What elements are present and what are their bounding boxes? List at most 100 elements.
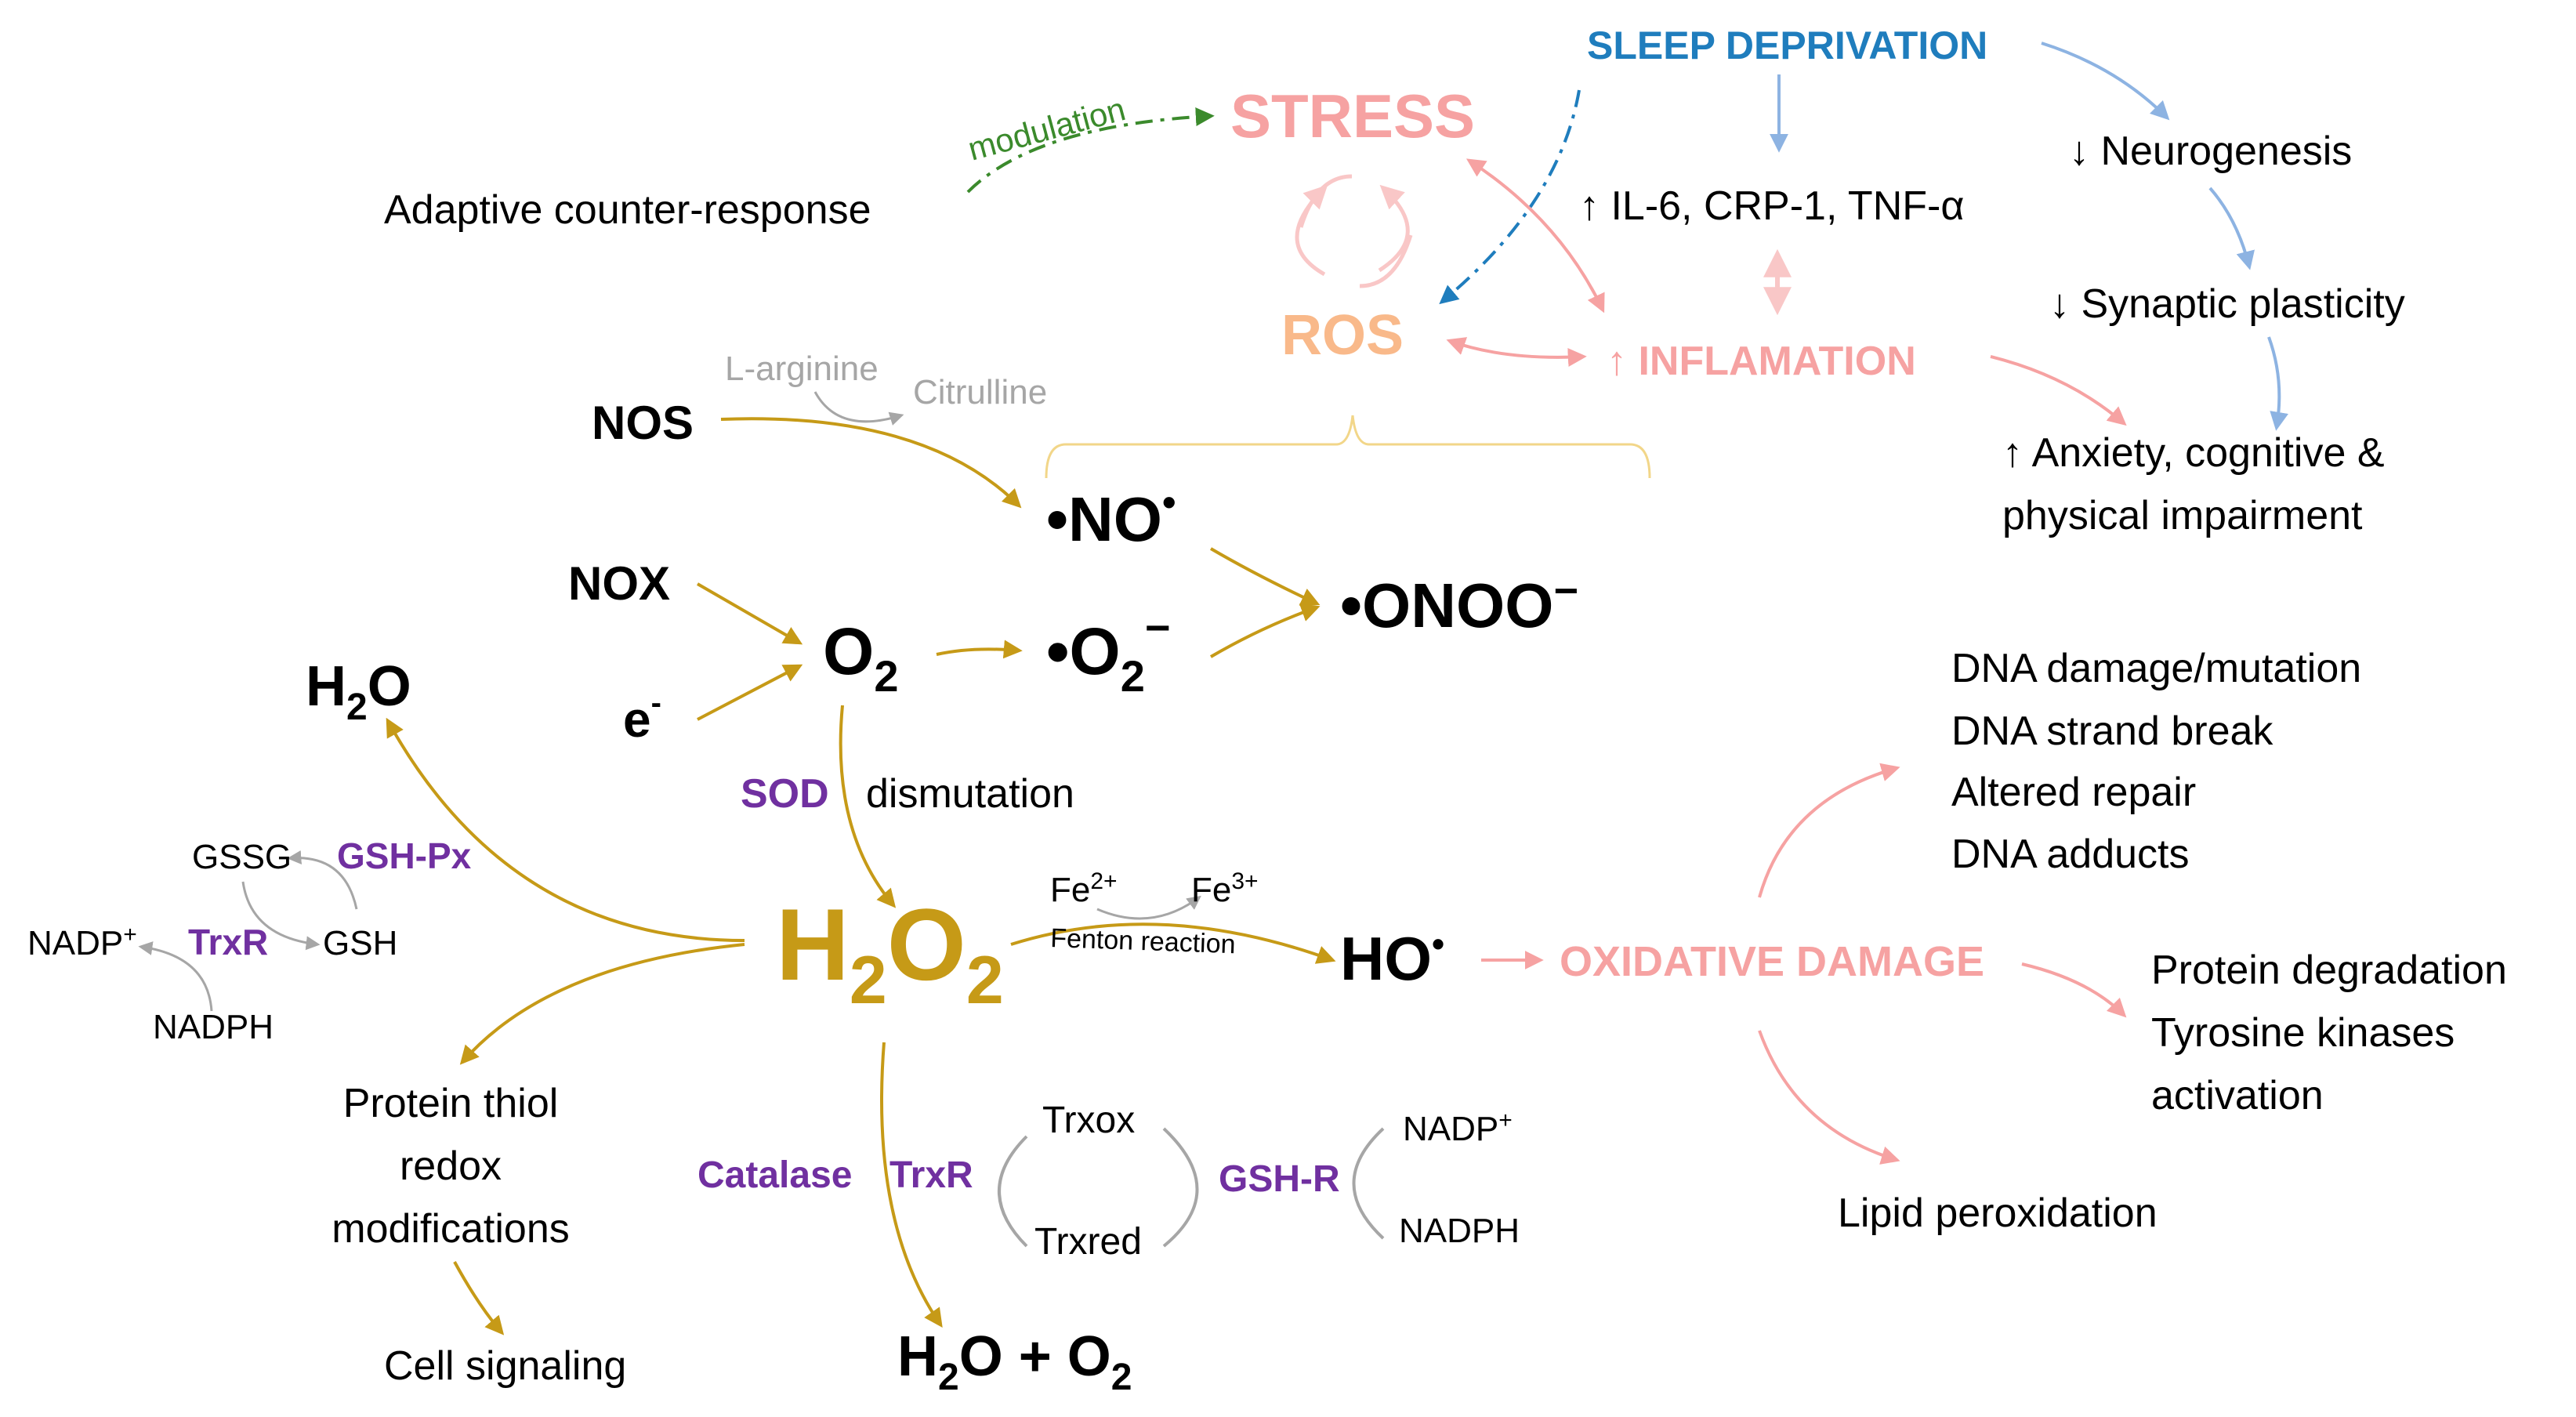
nadph-left-label: NADPH — [153, 1008, 274, 1046]
arrow-h2o2-to-ho — [1010, 922, 1336, 964]
trxr-left-label: TrxR — [188, 922, 268, 962]
nox-label: NOX — [568, 557, 670, 610]
radical-formation: NOS L-arginine Citrulline •NO• NOX e- O2… — [568, 350, 1578, 748]
trxr-center-label: TrxR — [889, 1154, 973, 1196]
arrow-electron-to-o2 — [697, 664, 803, 721]
hydroxyl-dot: • — [1432, 923, 1444, 964]
arrow-thiol-to-cell-signaling — [453, 1261, 505, 1335]
dna-outcome-2: DNA strand break — [1951, 708, 2273, 754]
damage-outcomes: DNA damage/mutation DNA strand break Alt… — [1838, 646, 2507, 1236]
arrow-larginine-to-citrulline — [813, 391, 904, 426]
lipid-peroxidation-label: Lipid peroxidation — [1838, 1190, 2158, 1236]
gsh-label: GSH — [323, 924, 397, 962]
arrow-gssg-to-gsh — [241, 881, 321, 951]
nadp-right-charge: + — [1498, 1107, 1513, 1133]
water-left-h: H — [306, 655, 346, 718]
hydroxyl-radical-label: HO• — [1340, 923, 1444, 993]
dna-outcome-4: DNA adducts — [1951, 832, 2190, 877]
protein-thiol-line3: modifications — [332, 1206, 569, 1252]
nadp-plus-left-label: NADP+ — [27, 922, 137, 962]
nitric-oxide-dot: • — [1162, 480, 1176, 524]
arrow-nos-to-no — [720, 417, 1022, 509]
arrow-no-to-onoo — [1209, 547, 1321, 606]
fe2-text: Fe — [1050, 871, 1090, 909]
arrow-inflammation-to-anxiety — [1990, 355, 2127, 426]
fenton-reaction-label: Fenton reaction — [1050, 923, 1236, 959]
cycle-arrow-top — [1299, 174, 1353, 228]
fe3-text: Fe — [1191, 871, 1231, 909]
product-h: H — [897, 1325, 938, 1388]
fe3-label: Fe3+ — [1191, 868, 1259, 909]
peroxide-section: SOD dismutation H2O2 H2O Fe2+ Fe3+ Fento… — [306, 655, 1984, 1018]
nadp-right-text: NADP — [1403, 1110, 1498, 1148]
sleep-deprivation-label: SLEEP DEPRIVATION — [1587, 24, 1987, 67]
inflammation-label: ↑ INFLAMATION — [1607, 339, 1916, 384]
synaptic-plasticity-label: ↓ Synaptic plasticity — [2049, 281, 2405, 327]
oxygen-label: O2 — [823, 614, 899, 701]
catalase-label: Catalase — [697, 1154, 852, 1196]
thioredoxin-system: Catalase TrxR Trxox Trxred GSH-R NADP+ N… — [697, 1100, 1520, 1398]
fe3-charge: 3+ — [1231, 868, 1258, 894]
arrow-o2-to-h2o2 — [839, 705, 897, 908]
anxiety-label-line1: ↑ Anxiety, cognitive & — [2002, 430, 2385, 476]
nadp-plus-right-label: NADP+ — [1403, 1107, 1513, 1148]
glutathione-cycle: GSSG GSH-Px NADP+ TrxR GSH NADPH — [27, 835, 472, 1046]
arrow-modulation — [966, 107, 1215, 194]
nadph-right-label: NADPH — [1399, 1212, 1520, 1250]
water-left-label: H2O — [306, 655, 411, 728]
product-sub1: 2 — [938, 1357, 959, 1398]
electron-label: e- — [623, 686, 661, 748]
water-left-sub: 2 — [346, 687, 368, 728]
oxygen-text: O — [823, 614, 874, 688]
arrow-stress-inflammation — [1466, 158, 1605, 313]
water-oxygen-product: H2O + O2 — [897, 1325, 1132, 1398]
protein-outcome-1: Protein degradation — [2151, 948, 2507, 993]
gssg-label: GSSG — [192, 838, 292, 876]
adaptive-counter-response-label: Adaptive counter-response — [384, 187, 871, 233]
arrow-gsh-px-to-gssg — [287, 850, 358, 910]
fe2-label: Fe2+ — [1050, 868, 1118, 909]
protein-thiol: Protein thiol redox modifications Cell s… — [332, 1081, 626, 1389]
nos-label: NOS — [592, 397, 694, 449]
protein-thiol-line2: redox — [400, 1143, 502, 1189]
arrow-damage-to-protein — [2021, 962, 2127, 1018]
h2o2-o: O — [887, 887, 966, 1002]
nadp-left-text: NADP — [27, 924, 123, 962]
cycle-arrow-right — [1378, 184, 1410, 273]
stress-label: STRESS — [1230, 82, 1475, 150]
trxox-label: Trxox — [1042, 1100, 1135, 1141]
curve-trx-left — [998, 1135, 1028, 1248]
arrows — [138, 42, 2288, 1335]
arrow-superoxide-to-onoo — [1209, 603, 1321, 658]
curve-trx-right — [1162, 1127, 1199, 1248]
neurogenesis-label: ↓ Neurogenesis — [2069, 129, 2352, 174]
trxred-label: Trxred — [1034, 1221, 1142, 1263]
curve-gsh-r — [1352, 1127, 1385, 1240]
arrow-synaptic-to-anxiety — [2267, 336, 2288, 431]
dismutation-label: dismutation — [866, 771, 1074, 817]
arrow-h2o2-to-h2o — [386, 717, 745, 942]
electron-text: e — [623, 691, 651, 748]
arrow-nadph-to-nadp — [138, 941, 213, 1012]
product-sub2: 2 — [1111, 1357, 1132, 1398]
electron-charge: - — [651, 686, 661, 720]
arrow-ros-inflammation — [1446, 337, 1587, 367]
protein-thiol-line1: Protein thiol — [343, 1081, 559, 1126]
protein-outcome-2: Tyrosine kinases — [2151, 1010, 2455, 1056]
citrulline-label: Citrulline — [913, 373, 1047, 411]
fe2-charge: 2+ — [1090, 868, 1117, 894]
arrow-h2o2-to-protein-thiol — [459, 943, 745, 1065]
arrow-damage-to-dna — [1758, 763, 1900, 898]
gsh-px-label: GSH-Px — [337, 835, 472, 876]
arrow-nox-to-o2 — [697, 582, 803, 645]
sod-label: SOD — [741, 771, 829, 817]
arrow-h2o2-to-water-oxygen — [880, 1042, 943, 1328]
nadp-left-charge: + — [123, 922, 137, 948]
h2o2-h: H — [776, 887, 850, 1002]
hydrogen-peroxide-label: H2O2 — [776, 887, 1004, 1018]
brace — [1045, 415, 1651, 479]
h2o2-sub-b: 2 — [966, 943, 1004, 1018]
peroxynitrite-charge: − — [1553, 567, 1578, 614]
modulation-label: modulation — [964, 90, 1129, 168]
